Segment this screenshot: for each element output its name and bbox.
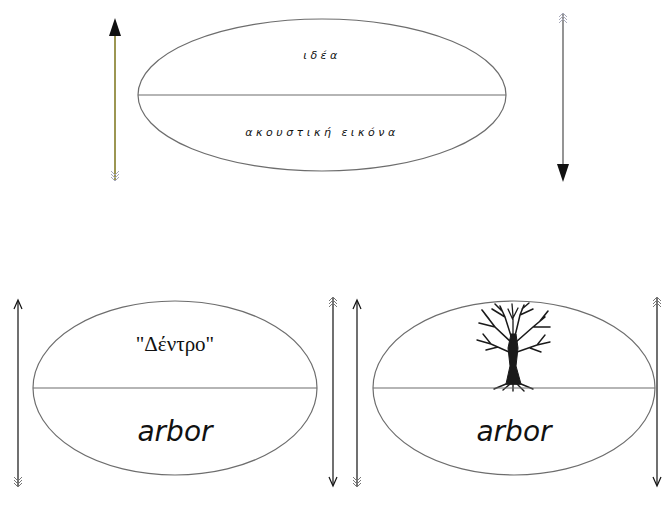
side-arrows	[14, 13, 661, 487]
signified-half: "Δέντρο"	[32, 300, 318, 388]
side-arrow	[557, 13, 569, 182]
sign-ellipse: ιδέα ακουστική εικόνα	[137, 18, 507, 172]
concept-text: ιδέα	[303, 50, 341, 63]
ellipse-outline	[137, 18, 507, 172]
sign-ellipse: arbor	[372, 300, 656, 476]
signifier-half: ακουστική εικόνα	[137, 95, 507, 172]
tree-illustration	[477, 303, 550, 391]
sound-image-text: arbor	[476, 416, 551, 448]
signified-half: ιδέα	[137, 18, 507, 95]
signifier-half: arbor	[32, 388, 318, 476]
sign-ellipse: "Δέντρο" arbor	[32, 300, 318, 476]
sound-image-text: arbor	[137, 416, 212, 448]
side-arrow	[329, 297, 337, 486]
signified-half	[372, 300, 656, 388]
side-arrow	[109, 18, 121, 181]
side-arrow	[653, 297, 661, 486]
sound-image-text: ακουστική εικόνα	[245, 127, 398, 140]
side-arrow	[14, 300, 22, 487]
concept-text: "Δέντρο"	[136, 332, 214, 356]
signifier-half: arbor	[372, 388, 656, 476]
side-arrow	[353, 300, 361, 487]
ellipse-outline	[32, 300, 318, 476]
ellipse-outline	[372, 300, 656, 476]
